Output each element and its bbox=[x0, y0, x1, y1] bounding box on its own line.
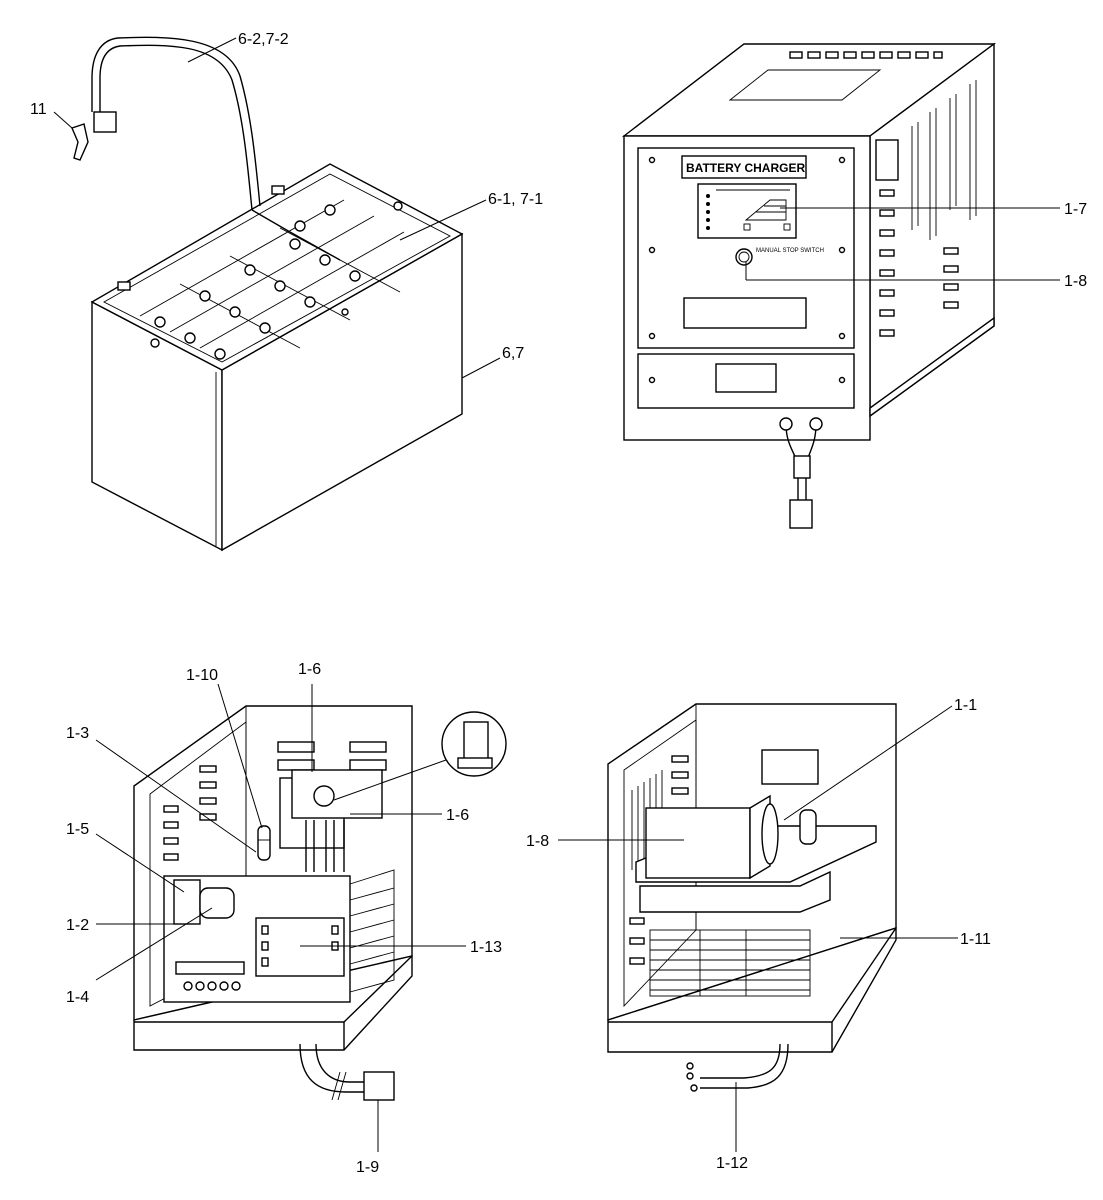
label-6-7: 6,7 bbox=[502, 345, 524, 362]
rear-plate bbox=[761, 749, 819, 785]
indicator-panel bbox=[697, 183, 797, 239]
relay bbox=[199, 887, 235, 919]
label-1-2: 1-2 bbox=[66, 917, 89, 934]
fuse bbox=[257, 825, 271, 861]
rear-heatsink bbox=[639, 870, 831, 913]
power-cord bbox=[299, 1043, 364, 1093]
charger-interior-right bbox=[558, 703, 958, 1152]
label-1-10: 1-10 bbox=[186, 667, 218, 684]
top-vents bbox=[789, 51, 943, 59]
label-1-1: 1-1 bbox=[954, 697, 977, 714]
output-connector bbox=[789, 499, 813, 529]
label-1-12: 1-12 bbox=[716, 1155, 748, 1172]
cooling-fan bbox=[645, 807, 751, 879]
battery-assembly bbox=[53, 36, 501, 552]
label-1-6-top: 1-6 bbox=[298, 661, 321, 678]
label-1-11: 1-11 bbox=[960, 931, 991, 948]
manual-stop-switch bbox=[735, 248, 753, 266]
stop-switch-text: MANUAL STOP SWITCH bbox=[756, 248, 824, 254]
indicator-leds bbox=[706, 194, 710, 230]
side-slots bbox=[879, 189, 959, 337]
callout-labels: 6-2,7-2 11 6-1, 7-1 6,7 1-7 1-8 1-10 1-6… bbox=[30, 31, 1087, 1176]
label-6-1-7-1: 6-1, 7-1 bbox=[488, 191, 543, 208]
terminal-block bbox=[175, 961, 245, 991]
label-6-2-7-2: 6-2,7-2 bbox=[238, 31, 289, 48]
label-11: 11 bbox=[30, 101, 47, 118]
battery-top-inner bbox=[103, 173, 451, 363]
interior-vents bbox=[163, 741, 387, 861]
label-1-3: 1-3 bbox=[66, 725, 89, 742]
charger-front-view: BATTERY CHARGER MANUAL STOP SWITCH bbox=[621, 42, 1060, 529]
charger-nameplate bbox=[681, 155, 807, 179]
label-1-8-front: 1-8 bbox=[1064, 273, 1087, 290]
side-vents bbox=[911, 80, 977, 240]
label-1-6-right: 1-6 bbox=[446, 807, 469, 824]
battery-top-rim bbox=[90, 163, 464, 371]
connector-handle bbox=[71, 123, 89, 161]
label-1-13: 1-13 bbox=[470, 939, 502, 956]
battery-connector bbox=[93, 111, 117, 133]
capacitor bbox=[799, 809, 817, 845]
charger-title-text: BATTERY CHARGER bbox=[686, 161, 805, 175]
label-1-4: 1-4 bbox=[66, 989, 89, 1006]
rear-cord bbox=[700, 1043, 781, 1079]
label-1-5: 1-5 bbox=[66, 821, 89, 838]
label-1-8-rear: 1-8 bbox=[526, 833, 549, 850]
power-plug bbox=[363, 1071, 395, 1101]
circuit-board bbox=[255, 917, 345, 977]
label-1-7: 1-7 bbox=[1064, 201, 1087, 218]
charger-interior-left bbox=[95, 683, 507, 1152]
lower-window bbox=[715, 363, 777, 393]
battery-cable bbox=[99, 44, 253, 211]
rear-transformer bbox=[649, 929, 811, 997]
label-1-9: 1-9 bbox=[356, 1159, 379, 1176]
upper-window bbox=[683, 297, 807, 329]
battery-terminals bbox=[154, 204, 361, 360]
